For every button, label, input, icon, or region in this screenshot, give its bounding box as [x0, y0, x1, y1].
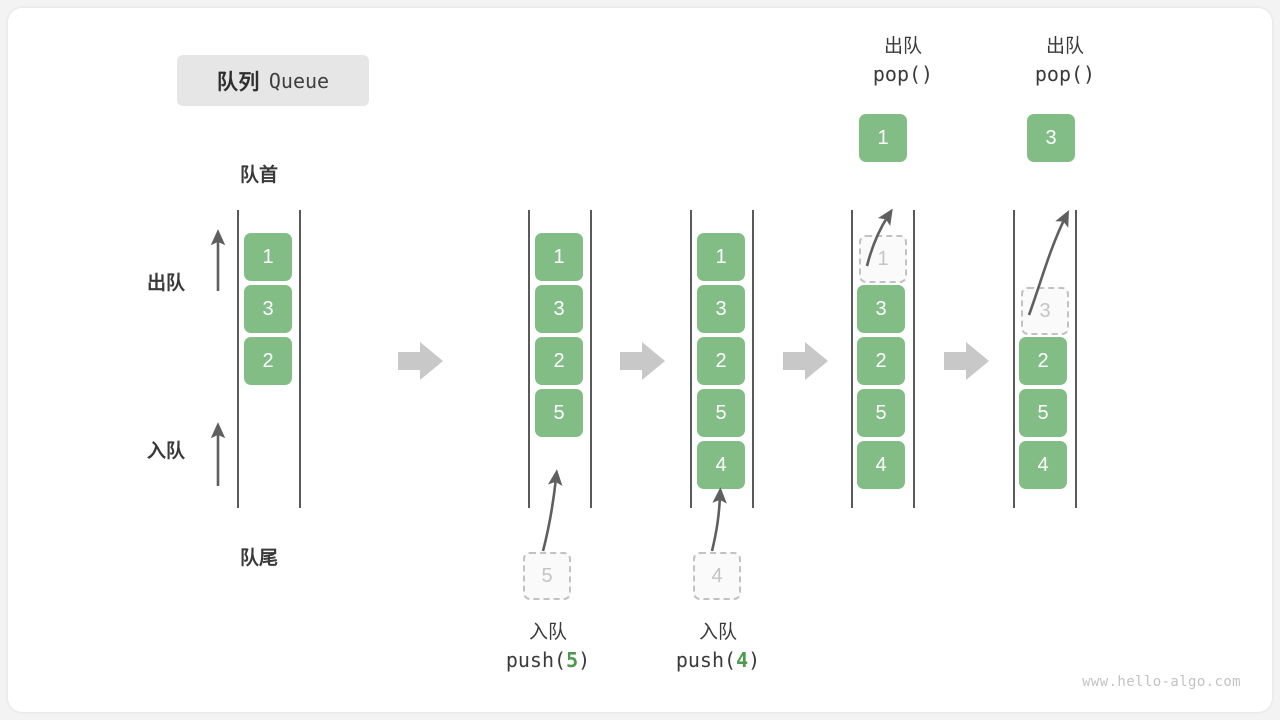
caption-pop-3: 出队 pop() — [975, 34, 1155, 88]
popped-cell: 1 — [859, 114, 907, 162]
label-enqueue: 入队 — [147, 441, 186, 462]
transition-arrow-1 — [398, 342, 443, 380]
ghost-cell: 5 — [523, 552, 571, 600]
ghost-cell: 3 — [1021, 287, 1069, 335]
queue-rail-right-2 — [590, 210, 592, 508]
caption-cn: 入队 — [528, 622, 567, 643]
title-en: Queue — [268, 68, 330, 93]
queue-cell: 3 — [857, 285, 905, 333]
queue-cell: 2 — [535, 337, 583, 385]
popped-cell: 3 — [1027, 114, 1075, 162]
queue-cell: 5 — [857, 389, 905, 437]
ghost-cell: 4 — [693, 552, 741, 600]
queue-rail-left-3 — [690, 210, 692, 508]
queue-rail-right-1 — [299, 210, 301, 508]
label-dequeue: 出队 — [147, 273, 186, 294]
diagram-card: 队列 Queue 队首 队尾 出队 入队 1 3 2 1 3 2 5 5 入队 … — [8, 8, 1272, 712]
queue-rail-right-3 — [752, 210, 754, 508]
queue-cell: 4 — [697, 441, 745, 489]
transition-arrow-2 — [620, 342, 665, 380]
title-badge: 队列 Queue — [177, 55, 369, 106]
queue-cell: 5 — [697, 389, 745, 437]
queue-cell: 1 — [697, 233, 745, 281]
caption-cn: 出队 — [883, 36, 922, 57]
caption-code: pop() — [1034, 62, 1096, 86]
title-cn: 队列 — [216, 70, 260, 94]
queue-rail-left-4 — [851, 210, 853, 508]
watermark: www.hello-algo.com — [1082, 674, 1241, 690]
queue-rail-left-1 — [237, 210, 239, 508]
push-5-motion-arrow — [541, 469, 563, 552]
queue-rail-right-4 — [913, 210, 915, 508]
queue-rail-left-5 — [1013, 210, 1015, 508]
ghost-cell: 1 — [859, 235, 907, 283]
transition-arrow-4 — [944, 342, 989, 380]
caption-code: pop() — [872, 62, 934, 86]
arrow-overlay — [210, 208, 1069, 552]
queue-cell: 5 — [1019, 389, 1067, 437]
push-4-motion-arrow — [710, 487, 727, 552]
caption-pop-1: 出队 pop() — [813, 34, 993, 88]
queue-cell: 2 — [1019, 337, 1067, 385]
queue-cell: 3 — [535, 285, 583, 333]
caption-push-4: 入队 push(4) — [628, 620, 808, 674]
queue-cell: 2 — [697, 337, 745, 385]
queue-cell: 4 — [1019, 441, 1067, 489]
caption-code: push(4) — [675, 648, 761, 672]
queue-cell: 5 — [535, 389, 583, 437]
caption-code: push(5) — [505, 648, 591, 672]
queue-cell: 2 — [244, 337, 292, 385]
queue-rail-right-5 — [1075, 210, 1077, 508]
queue-cell: 4 — [857, 441, 905, 489]
queue-cell: 3 — [697, 285, 745, 333]
queue-cell: 1 — [535, 233, 583, 281]
transition-arrow-3 — [783, 342, 828, 380]
caption-cn: 入队 — [698, 622, 737, 643]
queue-rail-left-2 — [528, 210, 530, 508]
label-queue-tail: 队尾 — [240, 548, 279, 569]
caption-cn: 出队 — [1045, 36, 1084, 57]
caption-push-5: 入队 push(5) — [458, 620, 638, 674]
label-queue-head: 队首 — [240, 165, 279, 186]
queue-cell: 1 — [244, 233, 292, 281]
queue-cell: 3 — [244, 285, 292, 333]
queue-cell: 2 — [857, 337, 905, 385]
